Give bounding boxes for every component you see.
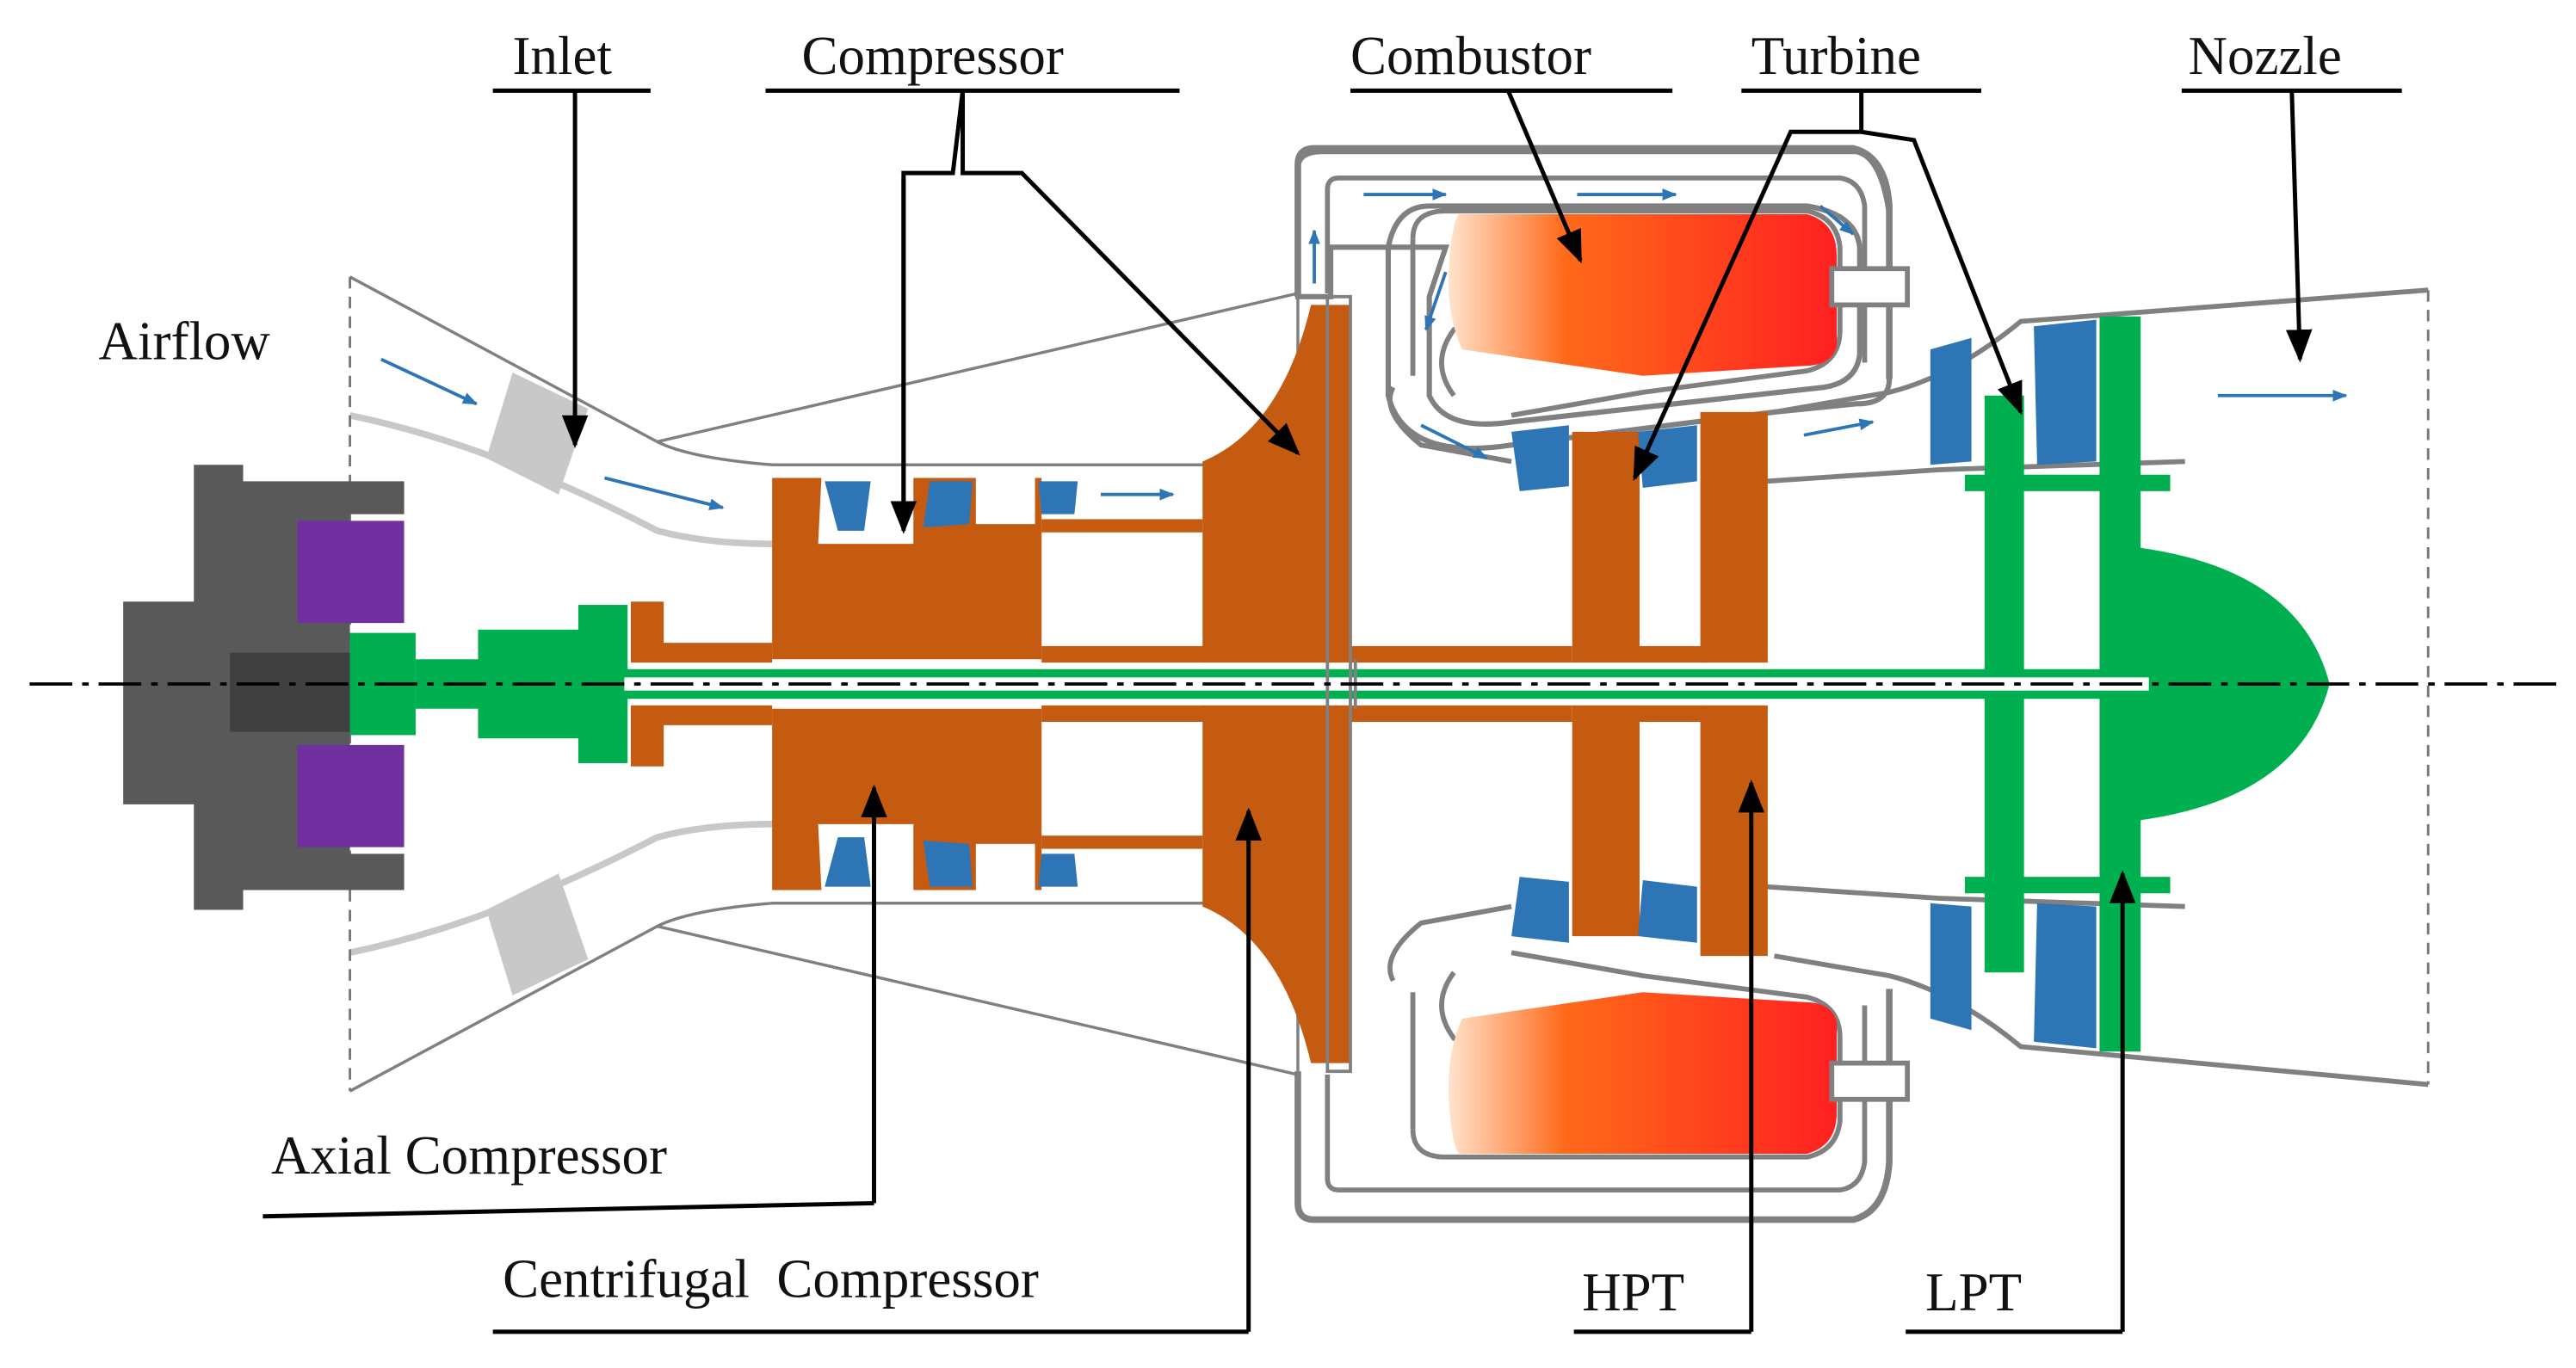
label-hpt: HPT — [1582, 1262, 1684, 1322]
starter-coil-upper — [297, 521, 405, 624]
intake-duct-lower — [349, 902, 1300, 1093]
exhaust-cone — [2135, 547, 2330, 821]
label-lpt: LPT — [1925, 1262, 2022, 1322]
hp-spool — [630, 305, 1768, 1063]
hpt-disk-2-lower — [1700, 705, 1768, 957]
label-turbine: Turbine — [1751, 26, 1921, 86]
axial-compressor-rotor-lower — [772, 708, 1042, 890]
label-compressor: Compressor — [801, 26, 1063, 86]
fuel-injector-upper — [1829, 266, 1910, 308]
combustion-chamber-lower — [1448, 992, 1838, 1154]
inlet-guide-vane-lower — [486, 873, 589, 996]
hpt-disk-1 — [1572, 431, 1640, 663]
intake-duct-upper-inner — [349, 411, 773, 547]
label-nozzle: Nozzle — [2189, 26, 2342, 86]
starter-hub — [230, 652, 354, 732]
axial-compressor-rotor-upper — [772, 478, 1042, 660]
leader-lines — [263, 88, 2402, 1334]
starter-coil-lower — [297, 744, 405, 847]
shaft-bore — [624, 677, 2149, 691]
intake-duct-upper — [349, 275, 1300, 466]
hpt-disk-2 — [1700, 411, 1768, 663]
inlet-guide-vane-upper — [486, 372, 589, 495]
label-axial-compressor: Axial Compressor — [271, 1125, 667, 1186]
label-airflow: Airflow — [99, 311, 271, 372]
outer-shroud-upper — [657, 292, 1299, 444]
label-combustor: Combustor — [1350, 26, 1591, 86]
label-inlet: Inlet — [513, 26, 613, 86]
outer-shroud-lower — [657, 924, 1299, 1076]
centrifugal-impeller-upper — [1202, 305, 1351, 663]
centrifugal-impeller-lower — [1202, 705, 1351, 1063]
combustor-casing-lower — [1294, 903, 1893, 1223]
fuel-injector-lower — [1829, 1060, 1910, 1102]
starter-generator — [123, 465, 405, 910]
combustion-chamber-upper — [1448, 214, 1838, 376]
intake-duct-lower-inner — [349, 821, 773, 957]
hpt-disk-1-lower — [1572, 705, 1640, 937]
airflow-arrows — [380, 188, 2348, 510]
label-centrifugal-compressor: Centrifugal Compressor — [503, 1249, 1039, 1309]
